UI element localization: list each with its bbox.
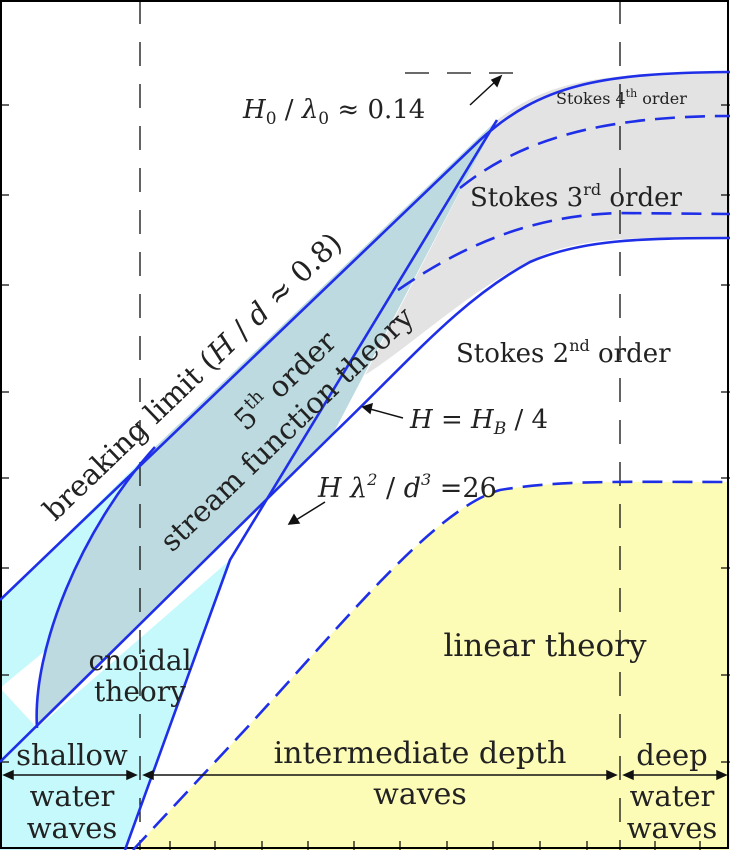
arrows: [2, 74, 728, 781]
steepness-arrow: [469, 79, 498, 106]
stokes-fourth-order-label: Stokes 4th order: [556, 87, 687, 108]
tick-marks: [0, 104, 730, 850]
cnoidal-region: [0, 434, 333, 850]
stream-function-region: [36, 120, 498, 728]
stokes-third-second-boundary: [0, 236, 730, 763]
ursell-label: H λ2 / d3 =26: [317, 470, 497, 504]
cnoidal-label-line2: theory: [94, 675, 186, 708]
deep-label-line3: waves: [627, 811, 718, 845]
steepness-label: H0 / λ0 ≈ 0.14: [242, 95, 425, 129]
intermediate-label-line1: intermediate depth: [274, 736, 567, 771]
breaking-limit-curve: [0, 70, 730, 601]
intermediate-label-line2: waves: [373, 777, 467, 812]
deep-label-line2: water: [630, 779, 715, 813]
cnoidal-label-line1: cnoidal: [88, 644, 191, 677]
ursell-number-curve: [123, 119, 499, 850]
stokes-third-order-label: Stokes 3rd order: [470, 180, 682, 213]
linear-theory-boundary: [132, 480, 730, 850]
linear-theory-region: [133, 481, 730, 850]
hb-label: H = HB / 4: [409, 405, 548, 439]
hb-arrow: [369, 408, 404, 419]
stream-cnoidal-left-boundary: [35, 446, 156, 729]
stokes-fourth-boundary: [459, 114, 730, 190]
shallow-label-line1: shallow: [16, 738, 128, 772]
linear-theory-label: linear theory: [443, 628, 647, 664]
stokes-region: [365, 72, 730, 375]
shallow-label-line3: waves: [27, 811, 118, 845]
stokes-third-boundary: [397, 211, 730, 292]
shallow-label-line2: water: [30, 779, 115, 813]
ursell-arrow: [295, 501, 326, 521]
deep-label-line1: deep: [636, 738, 707, 772]
stokes-second-order-label: Stokes 2nd order: [456, 336, 671, 369]
